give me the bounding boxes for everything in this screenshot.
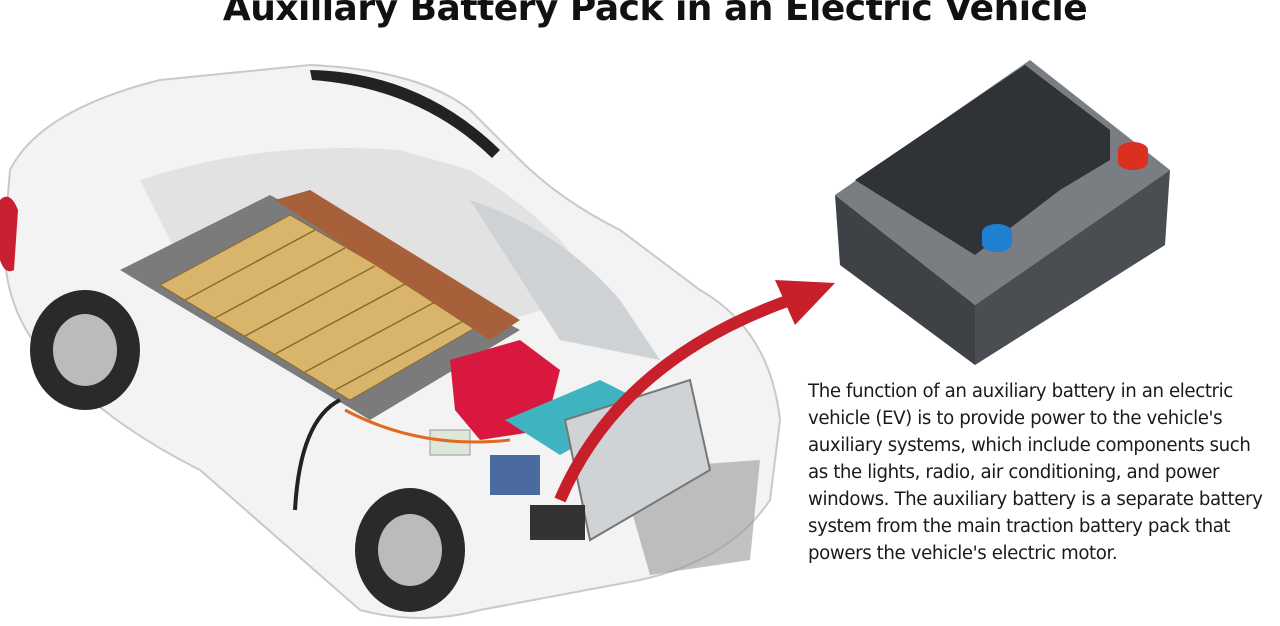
negative-terminal [982,224,1012,252]
traction-battery-pack [120,190,520,420]
wiring [344,408,511,444]
arrow-to-battery [554,280,835,503]
charging-cable [293,398,341,511]
positive-terminal [1118,142,1148,170]
description-line: windows. The auxiliary battery is a sepa… [808,489,1263,510]
description-line: system from the main traction battery pa… [808,516,1231,537]
junction-box [490,455,540,495]
description-line: vehicle (EV) is to provide power to the … [808,408,1223,429]
page-title: Auxillary Battery Pack in an Electric Ve… [222,0,1088,29]
description: The function of an auxiliary battery in … [808,378,1280,567]
description-line: as the lights, radio, air conditioning, … [808,462,1220,483]
description-line: powers the vehicle's electric motor. [808,543,1118,564]
description-line: The function of an auxiliary battery in … [808,381,1233,402]
description-line: auxiliary systems, which include compone… [808,435,1251,456]
auxiliary-battery [835,60,1170,365]
auxiliary-battery-small [530,505,585,540]
front-wheel [355,488,465,612]
rear-wheel [30,290,140,410]
